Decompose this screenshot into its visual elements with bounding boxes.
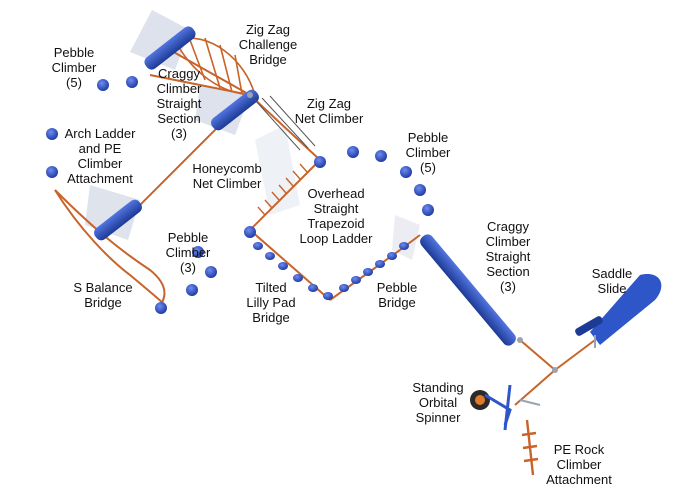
label-zig-zag-challenge-bridge: Zig Zag Challenge Bridge [238,22,298,67]
label-saddle-slide: Saddle Slide [591,266,633,296]
label-overhead-loop-ladder: Overhead Straight Trapezoid Loop Ladder [299,186,373,246]
orbital-spinner [470,384,541,431]
label-craggy-climber-top: Craggy Climber Straight Section (3) [156,66,202,141]
label-pebble-bridge: Pebble Bridge [376,280,418,310]
saddle-slide [575,274,662,348]
craggy-climber-right [420,234,516,346]
label-craggy-climber-right: Craggy Climber Straight Section (3) [485,219,531,294]
overhead-loop-ladder [257,163,308,216]
craggy-climber-mid [211,89,259,131]
label-honeycomb-net-climber: Honeycomb Net Climber [192,161,262,191]
joints [247,92,558,373]
pebbles [46,76,434,314]
pe-rock-climber [521,419,539,476]
label-arch-ladder: Arch Ladder and PE Climber Attachment [64,126,136,186]
label-pe-rock-climber: PE Rock Climber Attachment [546,442,612,487]
label-s-balance-bridge: S Balance Bridge [73,280,133,310]
craggy-climber-left-low [94,199,142,241]
label-pebble-climber-left: Pebble Climber (5) [51,45,97,90]
label-standing-orbital-spinner: Standing Orbital Spinner [412,380,464,425]
lilly-pad-bridge [253,242,333,300]
pebble-bridge [339,242,409,292]
craggy-climber-top [144,26,196,70]
label-tilted-lilly-pad-bridge: Tilted Lilly Pad Bridge [246,280,296,325]
label-pebble-climber-right: Pebble Climber (5) [405,130,451,175]
zig-zag-net [254,95,316,151]
label-pebble-climber-mid: Pebble Climber (3) [165,230,211,275]
label-zig-zag-net-climber: Zig Zag Net Climber [294,96,364,126]
